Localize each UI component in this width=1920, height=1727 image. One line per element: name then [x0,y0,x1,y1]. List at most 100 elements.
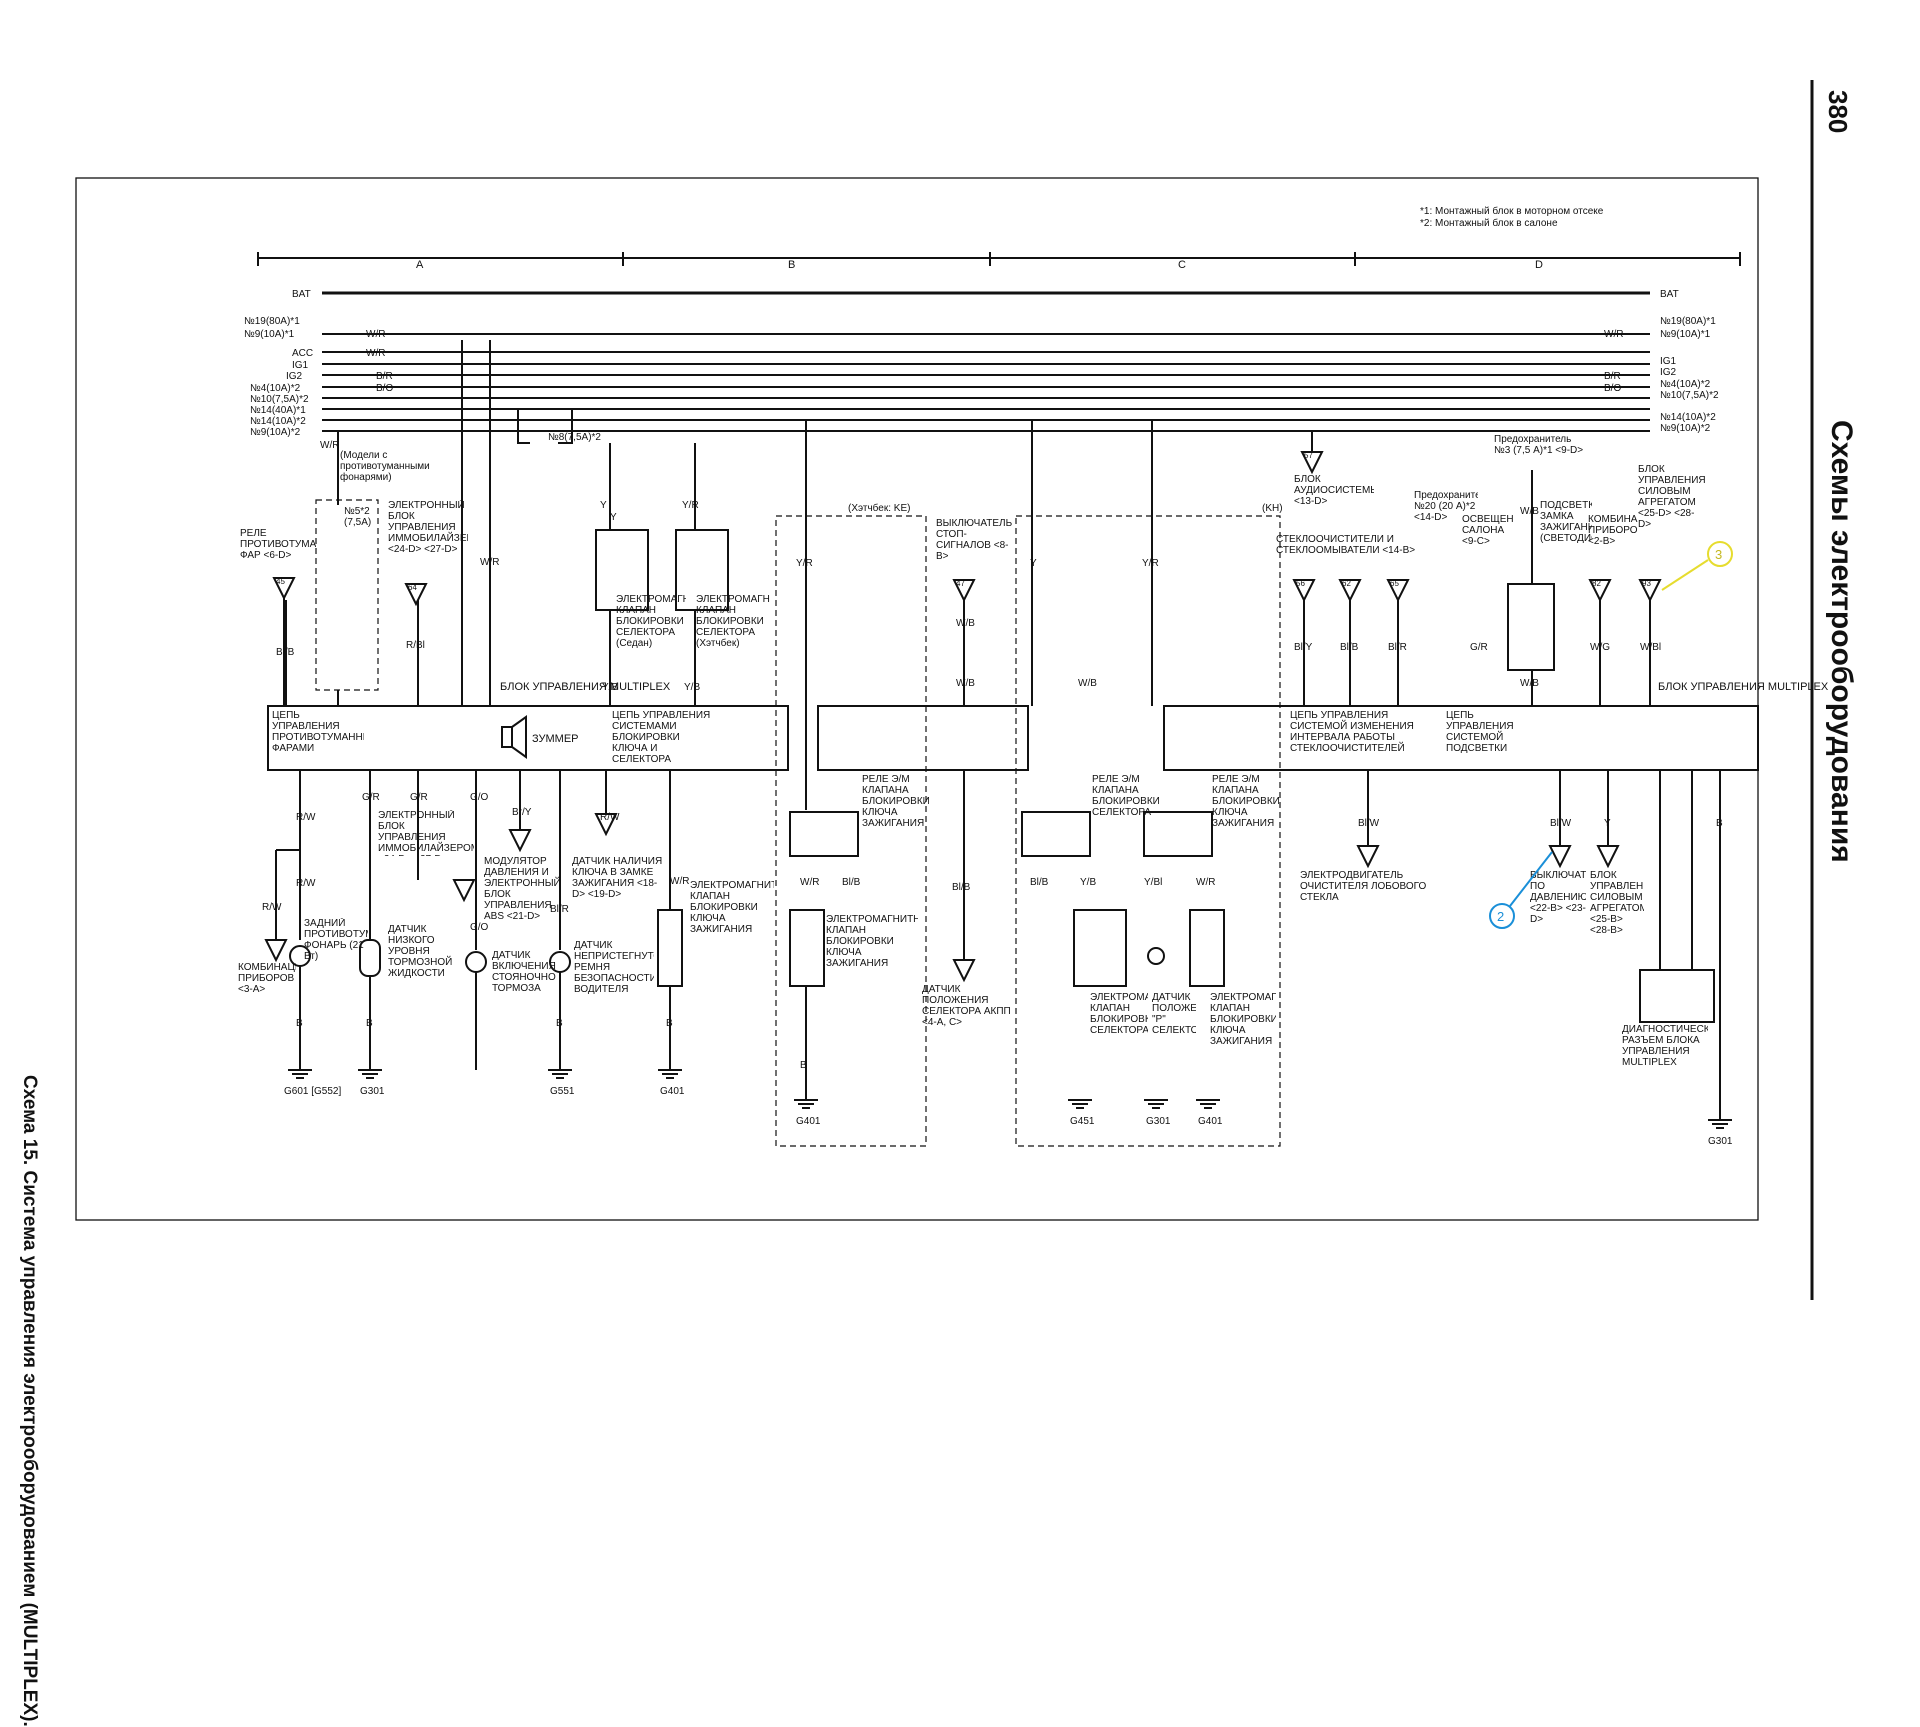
wire-label: W/R [1196,877,1215,888]
fuse8-label: №8(7,5A)*2 [548,432,601,443]
fog-relay-connector: 45 [272,577,296,706]
bus-label: №4(10A)*2 [1660,379,1711,390]
svg-text:B/R: B/R [376,371,393,382]
wipers-label: СТЕКЛООЧИСТИТЕЛИ И СТЕКЛООМЫВАТЕЛИ <14-B… [1276,534,1415,556]
wire-label: R/Bl [406,640,425,651]
multiplex-block-label: БЛОК УПРАВЛЕНИЯ MULTIPLEX [500,681,671,693]
engine-ecu-top-label: БЛОК УПРАВЛЕНИЯ СИЛОВЫМ АГРЕГАТОМ <25-D>… [1638,464,1706,530]
svg-text:Y: Y [610,512,617,523]
svg-text:R/W: R/W [296,878,316,889]
supply-buses [322,291,1650,432]
wire-label: Y/B [602,682,618,693]
key-valve-c-label: ЭЛЕКТРОМАГНИТНЫЙ КЛАПАН БЛОКИРОВКИ КЛЮЧА… [1210,992,1276,1047]
zone-a-wires [285,340,696,706]
svg-text:93: 93 [1642,579,1651,588]
multiplex-unit [267,705,1759,771]
wire-label: Bl/R [1388,642,1407,653]
bus-label: №19(80A)*1 [1660,316,1716,327]
svg-text:B: B [556,1018,563,1029]
key-valve-b-label: ЭЛЕКТРОМАГНИТНЫЙ КЛАПАН БЛОКИРОВКИ КЛЮЧА… [826,914,918,969]
zone-d-bottom [1356,770,1721,1120]
d-connectors: 82 93 [1588,579,1662,706]
grounds: G601 [G552] G301 G551 G401 G401 G451 G30… [284,1069,1733,1147]
lighting-label: ОСВЕЩЕНИЕ САЛОНА <9-C> [1462,514,1514,547]
svg-text:G/O: G/O [470,922,489,933]
buzzer-label: ЗУММЕР [532,733,579,745]
bus-wire-colors: W/R W/R B/R B/O W/R B/R B/O [366,329,1623,394]
bus-labels-right: BAT №19(80A)*1 №9(10A)*1 IG1 IG2 №4(10A)… [1660,289,1719,434]
combi-top-label: КОМБИНАЦИЯ ПРИБОРОВ <2-B> [1588,514,1638,547]
svg-text:B/O: B/O [376,383,393,394]
footnote-1: *1: Монтажный блок в моторном отсеке [1420,205,1604,217]
svg-text:57: 57 [1304,451,1313,460]
ground-label: G301 [1708,1136,1733,1147]
audio-connector: 57 [1300,431,1324,475]
engine-ecu-bottom-label: БЛОК УПРАВЛЕНИЯ СИЛОВЫМ АГРЕГАТОМ <25-B>… [1590,870,1644,936]
lock-light-label: ПОДСВЕТКА ЗАМКА ЗАЖИГАНИЯ (СВЕТОДИОД) [1540,500,1592,544]
svg-text:R/W: R/W [296,812,316,823]
annotation-2: 2 [1489,851,1553,929]
footnote-2: *2: Монтажный блок в салоне [1420,217,1558,229]
bus-label: №9(10A)*1 [244,329,295,340]
wiring-diagram: *1: Монтажный блок в моторном отсеке *2:… [75,80,1829,1300]
svg-text:45: 45 [276,577,285,586]
annotation-3: 3 [1661,541,1733,591]
wiper-connectors: 56 62 65 [1292,579,1410,706]
relay-key-c-label: РЕЛЕ Э/М КЛАПАНА БЛОКИРОВКИ КЛЮЧА ЗАЖИГА… [1212,774,1280,829]
brake-switch-connector: 47 [952,579,976,983]
wire-label: Y [1604,818,1611,829]
zone-d: D [1535,259,1543,271]
bus-label: №9(10A)*2 [1660,423,1711,434]
bus-label: BAT [1660,289,1679,300]
ground-label: G401 [660,1086,685,1097]
bus-label: №14(40A)*1 [250,405,306,416]
svg-text:47: 47 [956,579,965,588]
diagram-frame [75,177,1759,1221]
multiplex-right-label: БЛОК УПРАВЛЕНИЯ MULTIPLEX [1658,681,1829,693]
valve-hatch-label: ЭЛЕКТРОМАГНИТНЫЙ КЛАПАН БЛОКИРОВКИ СЕЛЕК… [696,594,770,649]
wire-label: Bl/B [1030,877,1049,888]
svg-text:G/R: G/R [362,792,380,803]
valve-sedan-label: ЭЛЕКТРОМАГНИТНЫЙ КЛАПАН БЛОКИРОВКИ СЕЛЕК… [616,594,686,649]
wire-label: W/B [1078,678,1097,689]
selector-valve-hatch [675,529,729,611]
combi-bottom-label: КОМБИНАЦИЯ ПРИБОРОВ <3-A> [238,962,296,995]
svg-text:R/W: R/W [262,902,282,913]
wire-label: W/R [320,440,339,451]
key-sensor-label: ДАТЧИК НАЛИЧИЯ КЛЮЧА В ЗАМКЕ ЗАЖИГАНИЯ <… [572,856,662,900]
svg-text:82: 82 [1592,579,1601,588]
zone-a-bottom [264,770,683,1070]
wire-label: Y/R [796,558,813,569]
ground-label: G601 [G552] [284,1086,341,1097]
svg-text:W/R: W/R [366,348,385,359]
zone-a-bottom-wire-colors: R/W R/W R/W G/R G/R G/O G/O Br/Y Bl/R R/… [262,792,689,1029]
fog-models-label: (Модели с противотуманными фонарями) [340,450,430,483]
circuit-fog: ЦЕПЬ УПРАВЛЕНИЯ ПРОТИВОТУМАННЫМИ ФАРАМИ [272,710,364,754]
svg-text:G/O: G/O [470,792,489,803]
wire-label: W/B [956,678,975,689]
svg-text:62: 62 [1342,579,1351,588]
wire-label: Bl/W [1358,818,1380,829]
bus-label: BAT [292,289,311,300]
wire-label: W/Bl [1640,642,1661,653]
relay-key-b [789,811,859,1100]
immob-connector-top: 64 [404,583,428,607]
abs-mod-label: МОДУЛЯТОР ДАВЛЕНИЯ И ЭЛЕКТРОННЫЙ БЛОК УП… [484,856,561,922]
wire-label: W/G [1590,642,1610,653]
ground-label: G451 [1070,1116,1095,1127]
relay-key-b-label: РЕЛЕ Э/М КЛАПАНА БЛОКИРОВКИ КЛЮЧА ЗАЖИГА… [862,774,930,829]
wire-label: Y/Bl [1144,877,1162,888]
wire-label: Y/R [1142,558,1159,569]
bus-label: №14(10A)*2 [1660,412,1716,423]
wire-label: Y/R [682,500,699,511]
wire-label: W/R [800,877,819,888]
kh-label: (KH) [1262,503,1283,514]
wire-label: Y/B [1080,877,1096,888]
wire-label: Y [1030,558,1037,569]
fuse20-label: Предохранитель №20 (20 A)*2 <14-D> [1414,490,1478,523]
svg-text:65: 65 [1390,579,1399,588]
bus-label: №10(7,5A)*2 [250,394,309,405]
svg-text:B: B [666,1018,673,1029]
bus-label: IG1 [292,360,309,371]
circuit-key-lock: ЦЕПЬ УПРАВЛЕНИЯ СИСТЕМАМИ БЛОКИРОВКИ КЛЮ… [612,710,710,765]
